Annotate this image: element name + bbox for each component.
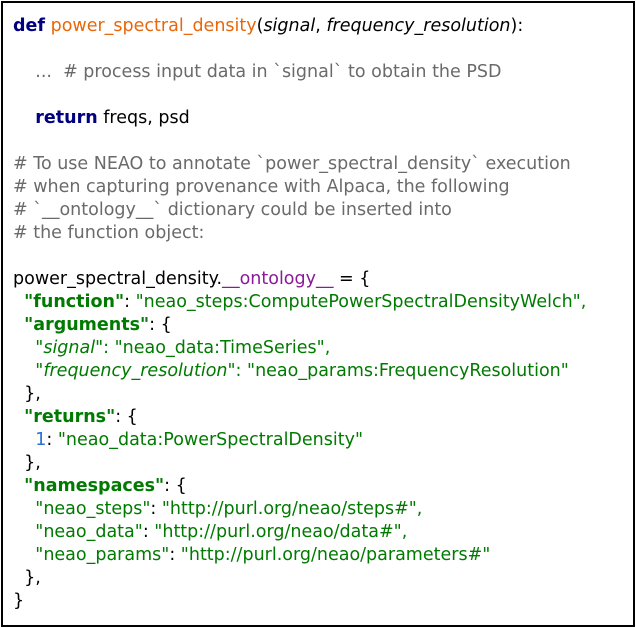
returns-close-brace: }, bbox=[24, 453, 41, 473]
ns-steps-value: "http://purl.org/neao/steps#", bbox=[161, 499, 423, 519]
signal-value: "neao_data:TimeSeries", bbox=[114, 338, 331, 358]
body-comment: ... # process input data in `signal` to … bbox=[35, 62, 502, 82]
assign-suffix: = { bbox=[333, 269, 371, 289]
returns-entry: "returns": { bbox=[13, 406, 586, 429]
ns-params-value: "http://purl.org/neao/parameters#" bbox=[180, 545, 491, 565]
freqres-quote-open: " bbox=[35, 361, 44, 381]
ns-params-colon: : bbox=[169, 545, 181, 565]
ns-steps-entry: "neao_steps": "http://purl.org/neao/step… bbox=[13, 498, 586, 521]
comment-line-1: # To use NEAO to annotate `power_spectra… bbox=[13, 154, 571, 174]
function-key: "function" bbox=[24, 292, 125, 312]
returns-key: "returns" bbox=[24, 407, 116, 427]
return-line: return freqs, psd bbox=[13, 107, 586, 130]
function-colon: : bbox=[124, 292, 136, 312]
def-close: ): bbox=[510, 16, 524, 36]
arguments-open: : { bbox=[149, 315, 172, 335]
def-line: def power_spectral_density(signal, frequ… bbox=[13, 15, 586, 38]
freqres-value: "neao_params:FrequencyResolution" bbox=[247, 361, 569, 381]
param-separator: , bbox=[315, 16, 327, 36]
ns-data-key: "neao_data" bbox=[35, 522, 143, 542]
code-listing: def power_spectral_density(signal, frequ… bbox=[13, 15, 586, 613]
ns-data-entry: "neao_data": "http://purl.org/neao/data#… bbox=[13, 521, 586, 544]
return-values: freqs, psd bbox=[97, 108, 190, 128]
function-entry: "function": "neao_steps:ComputePowerSpec… bbox=[13, 291, 586, 314]
arguments-close: }, bbox=[13, 383, 586, 406]
signal-entry: "signal": "neao_data:TimeSeries", bbox=[13, 337, 586, 360]
ns-params-key: "neao_params" bbox=[35, 545, 170, 565]
freqres-key: frequency_resolution bbox=[43, 361, 228, 381]
assign-line: power_spectral_density.__ontology__ = { bbox=[13, 268, 586, 291]
ns-data-value: "http://purl.org/neao/data#", bbox=[154, 522, 408, 542]
ontology-close-brace: } bbox=[13, 591, 25, 611]
freqres-entry: "frequency_resolution": "neao_params:Fre… bbox=[13, 360, 586, 383]
namespaces-entry: "namespaces": { bbox=[13, 475, 586, 498]
namespaces-open: : { bbox=[164, 476, 187, 496]
ontology-close: } bbox=[13, 590, 586, 613]
returns-close: }, bbox=[13, 452, 586, 475]
assign-prefix: power_spectral_density. bbox=[13, 269, 223, 289]
comment-line-3: # `__ontology__` dictionary could be ins… bbox=[13, 200, 452, 220]
body-line: ... # process input data in `signal` to … bbox=[13, 61, 586, 84]
arguments-entry: "arguments": { bbox=[13, 314, 586, 337]
ns-steps-key: "neao_steps" bbox=[35, 499, 151, 519]
namespaces-close-brace: }, bbox=[24, 568, 41, 588]
comment-line-4: # the function object: bbox=[13, 223, 205, 243]
return-keyword: return bbox=[35, 108, 98, 128]
namespaces-key: "namespaces" bbox=[24, 476, 165, 496]
return-item-entry: 1: "neao_data:PowerSpectralDensity" bbox=[13, 429, 586, 452]
signal-key: signal bbox=[43, 338, 96, 358]
ns-steps-colon: : bbox=[150, 499, 162, 519]
returns-open: : { bbox=[115, 407, 138, 427]
ns-data-colon: : bbox=[142, 522, 155, 542]
return-item-value: "neao_data:PowerSpectralDensity" bbox=[57, 430, 364, 450]
function-value: "neao_steps:ComputePowerSpectralDensityW… bbox=[135, 292, 587, 312]
param-frequency-resolution: frequency_resolution bbox=[326, 16, 511, 36]
open-paren: ( bbox=[256, 16, 264, 36]
param-signal: signal bbox=[263, 16, 316, 36]
def-keyword: def bbox=[13, 16, 46, 36]
namespaces-close: }, bbox=[13, 567, 586, 590]
freqres-quote-close: ": bbox=[227, 361, 248, 381]
signal-quote-open: " bbox=[35, 338, 44, 358]
ns-params-entry: "neao_params": "http://purl.org/neao/par… bbox=[13, 544, 586, 567]
arguments-close-brace: }, bbox=[24, 384, 41, 404]
arguments-key: "arguments" bbox=[24, 315, 150, 335]
signal-quote-close: ": bbox=[95, 338, 115, 358]
function-name: power_spectral_density bbox=[50, 16, 257, 36]
return-index: 1 bbox=[35, 430, 47, 450]
return-item-colon: : bbox=[46, 430, 58, 450]
ontology-dunder: __ontology__ bbox=[222, 269, 334, 289]
comment-line-2: # when capturing provenance with Alpaca,… bbox=[13, 177, 510, 197]
